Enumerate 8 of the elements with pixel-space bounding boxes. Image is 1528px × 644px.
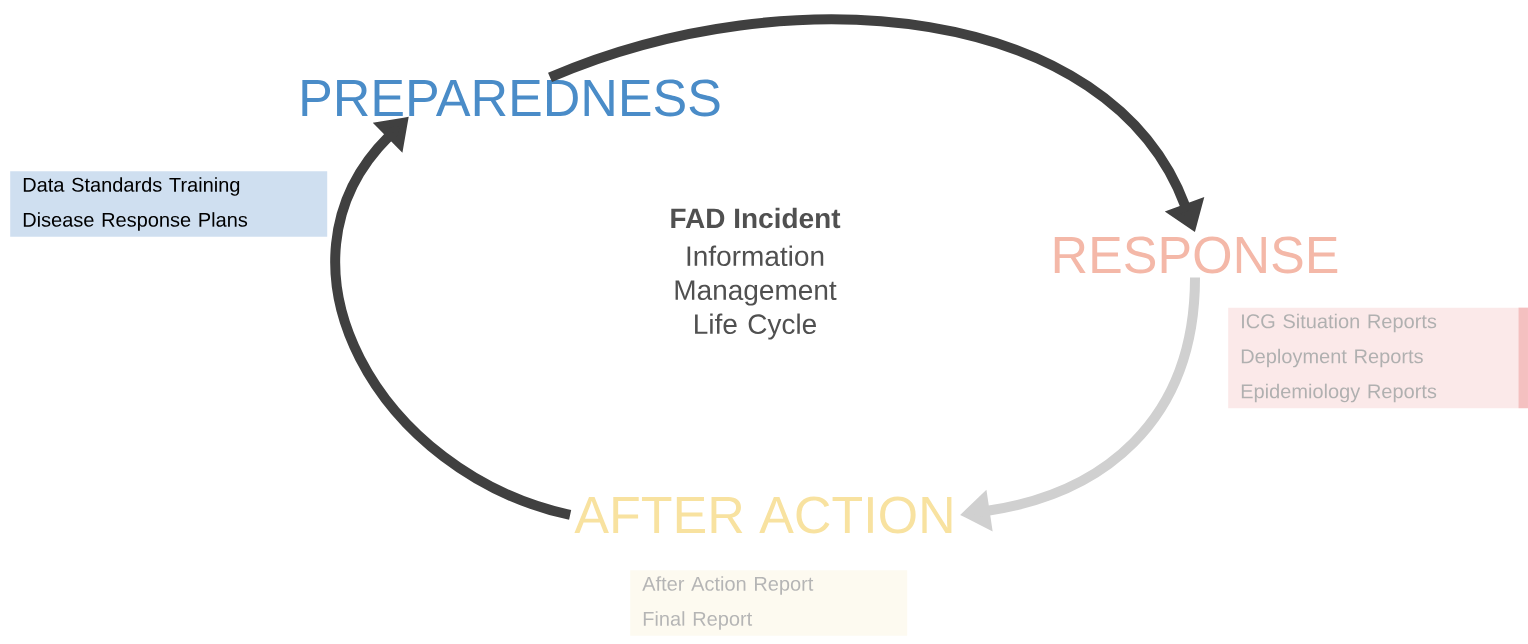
note-box: ICG Situation Reports Deployment Reports Epidemiology Reports — [1228, 307, 1528, 409]
stage-title: PREPAREDNESS — [302, 79, 720, 117]
center-text: Information Management Life Cycle — [675, 245, 837, 340]
stage-title: RESPONSE — [1054, 236, 1338, 274]
note-box: Data Standards Training Disease Response Plans — [10, 171, 328, 237]
stage-title: AFTER ACTION — [574, 496, 952, 534]
center-title: FAD Incident — [671, 207, 841, 229]
note-box: After Action Report Final Report — [630, 570, 908, 636]
